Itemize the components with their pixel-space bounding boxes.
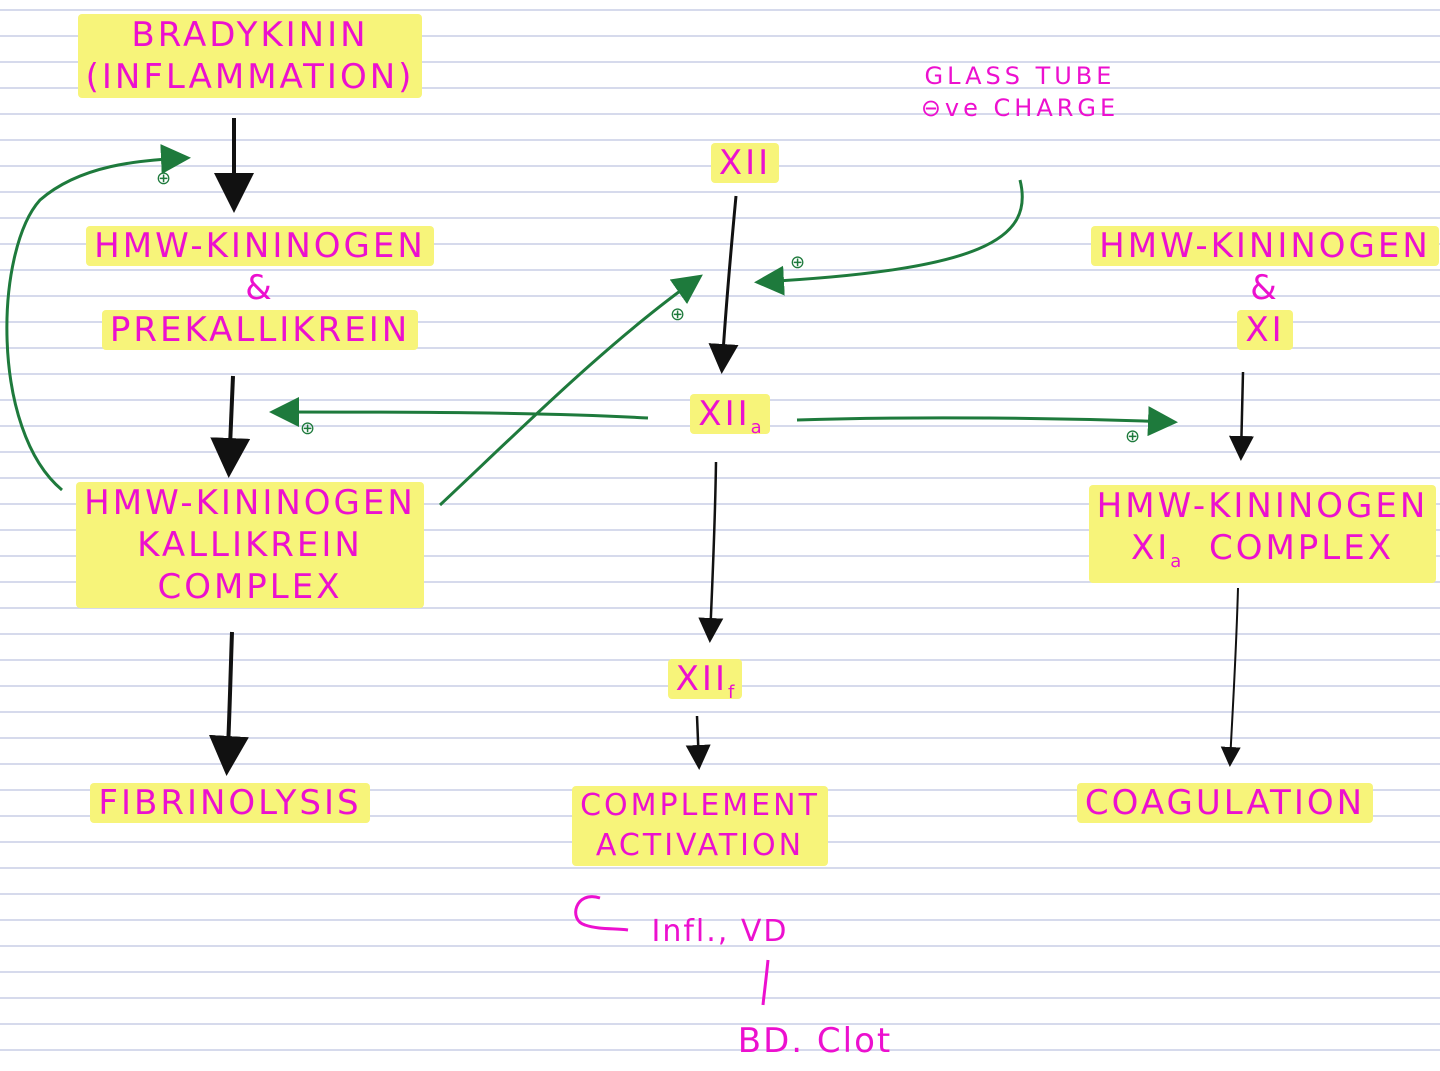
complex-left-line1: HMW-KININOGEN <box>84 483 416 523</box>
complex-left-line3: COMPLEX <box>157 567 343 607</box>
complex-right-factor: XI <box>1130 528 1171 568</box>
factor-xii-node: XII <box>690 142 800 184</box>
coagulation-node: COAGULATION <box>1060 782 1390 824</box>
prekallikrein: PREKALLIKREIN <box>101 310 419 350</box>
complex-right-sub: a <box>1170 551 1182 572</box>
factor-xiia-node: XIIa <box>660 393 800 449</box>
right-reactants: HMW-KININOGEN & XI <box>1090 225 1440 351</box>
amp-right: & <box>1250 268 1280 308</box>
left-reactants: HMW-KININOGEN & PREKALLIKREIN <box>80 225 440 351</box>
factor-xiia-label: XII <box>698 394 751 434</box>
complement-activation-node: COMPLEMENT ACTIVATION <box>560 786 840 866</box>
coagulation-label: COAGULATION <box>1076 783 1374 823</box>
complex-right-line1: HMW-KININOGEN <box>1096 486 1429 526</box>
complex-right-rest: COMPLEX <box>1208 528 1395 568</box>
bradykinin-title: BRADYKININ <box>131 15 369 55</box>
factor-xiif-sub: f <box>728 682 735 703</box>
factor-xiia-sub: a <box>750 417 762 438</box>
plus-sign-glass: ⊕ <box>790 252 806 273</box>
hmwk-right: HMW-KININOGEN <box>1091 226 1439 266</box>
glass-tube-line2: ⊖ve CHARGE <box>920 94 1120 122</box>
bd-clot-label: BD. Clot <box>737 1021 893 1061</box>
complement-line1: COMPLEMENT <box>580 788 820 823</box>
infl-vd-label: Infl., VD <box>651 914 789 949</box>
glass-tube-line1: GLASS TUBE <box>924 62 1116 90</box>
fibrinolysis-label: FIBRINOLYSIS <box>90 783 370 823</box>
plus-sign-xiia-left: ⊕ <box>300 418 316 439</box>
complement-line2: ACTIVATION <box>595 828 805 863</box>
glass-tube-note: GLASS TUBE ⊖ve CHARGE <box>910 60 1130 124</box>
plus-sign-xiia-right: ⊕ <box>1125 426 1141 447</box>
hmwk-left: HMW-KININOGEN <box>86 226 434 266</box>
inflammation-label: (INFLAMMATION) <box>85 57 415 97</box>
infl-vd-note: Infl., VD <box>620 912 820 952</box>
factor-xiif-node: XIIf <box>640 658 770 714</box>
bd-clot-note: BD. Clot <box>700 1020 930 1062</box>
plus-sign-feedback: ⊕ <box>156 168 172 189</box>
factor-xi: XI <box>1237 310 1293 350</box>
fibrinolysis-node: FIBRINOLYSIS <box>60 782 400 824</box>
plus-sign-complex-xii: ⊕ <box>670 304 686 325</box>
factor-xii-label: XII <box>710 143 780 183</box>
complex-left-line2: KALLIKREIN <box>137 525 363 565</box>
factor-xiif-label: XII <box>675 659 728 699</box>
amp-left: & <box>245 268 275 308</box>
bradykinin-node: BRADYKININ(INFLAMMATION) <box>70 14 430 98</box>
